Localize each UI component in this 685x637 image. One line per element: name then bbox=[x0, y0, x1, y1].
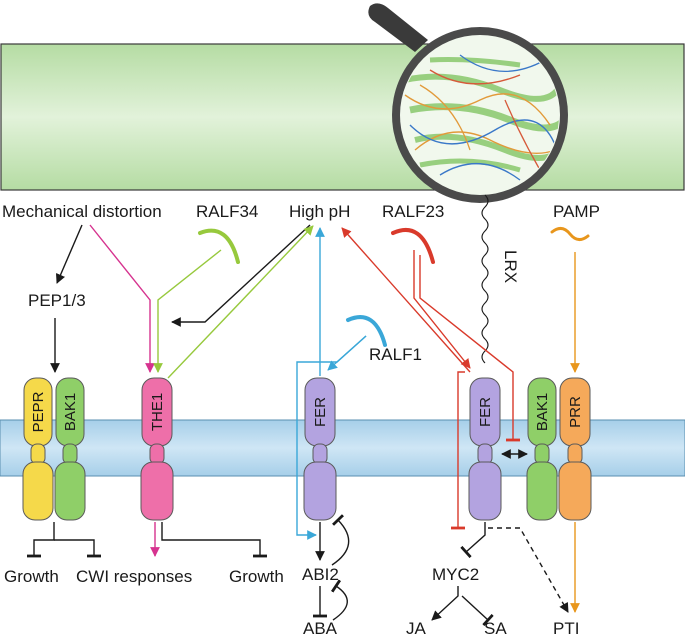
pepr-receptor: PEPR bbox=[22, 377, 54, 521]
ralf1-peptide bbox=[346, 315, 387, 347]
cwi-responses-label: CWI responses bbox=[76, 567, 192, 586]
fer-right-label: FER bbox=[477, 397, 494, 427]
inhibit-fer-to-myc2 bbox=[451, 371, 465, 530]
arrow-fer-to-highph-red bbox=[341, 227, 471, 373]
mechanical-distortion-label: Mechanical distortion bbox=[2, 202, 162, 221]
arrow-ralf1-to-fer-receptor bbox=[327, 335, 367, 371]
ralf23-label: RALF23 bbox=[382, 202, 444, 221]
inhibit-pepr-to-growth bbox=[27, 522, 55, 558]
lrx-chain bbox=[481, 194, 489, 364]
ralf34-peptide bbox=[198, 228, 240, 264]
pamp-label: PAMP bbox=[553, 202, 600, 221]
bak1-right-label: BAK1 bbox=[534, 393, 551, 431]
pepr-label: PEPR bbox=[30, 391, 47, 432]
inhibit-fer-right-to-myc2 bbox=[460, 522, 486, 559]
arrow-ralf23-to-fer bbox=[413, 250, 471, 369]
arrow-mech-to-the1 bbox=[89, 224, 155, 373]
arrow-ralf34-to-the1 bbox=[153, 249, 222, 373]
growth-left-label: Growth bbox=[4, 567, 59, 586]
cell-wall bbox=[0, 43, 685, 191]
arrow-mech-to-pep bbox=[55, 224, 83, 284]
inhibit-abi2-to-fer bbox=[331, 514, 350, 566]
magnifying-glass-icon bbox=[368, 3, 568, 203]
pti-label: PTI bbox=[553, 619, 579, 637]
arrow-fer-to-pti-dashed bbox=[488, 527, 569, 613]
inhibit-aba-to-abi2 bbox=[330, 579, 348, 621]
prr-label: PRR bbox=[567, 396, 584, 428]
aba-label: ABA bbox=[303, 619, 338, 637]
lrx-label: LRX bbox=[501, 250, 520, 283]
pep13-label: PEP1/3 bbox=[28, 291, 86, 310]
bak1-left-label: BAK1 bbox=[62, 393, 79, 431]
inhibit-fer-to-fer-bak1 bbox=[419, 255, 520, 442]
inhibit-the1-to-growth bbox=[161, 522, 267, 558]
the1-label: THE1 bbox=[149, 393, 166, 431]
inhibit-myc2-to-sa bbox=[461, 595, 494, 627]
fer-right-receptor: FER bbox=[468, 377, 502, 521]
growth-right-label: Growth bbox=[229, 567, 284, 586]
inhibit-pepr-to-cwi bbox=[54, 539, 101, 558]
high-ph-label: High pH bbox=[289, 202, 350, 221]
ralf1-label: RALF1 bbox=[369, 345, 422, 364]
fer-left-label: FER bbox=[312, 397, 329, 427]
arrow-the1-to-highph bbox=[167, 225, 314, 379]
bak1-left-receptor: BAK1 bbox=[54, 377, 86, 521]
myc2-label: MYC2 bbox=[432, 565, 479, 584]
abi2-label: ABI2 bbox=[302, 565, 339, 584]
fer-left-receptor: FER bbox=[303, 377, 337, 521]
ralf23-peptide bbox=[391, 227, 435, 264]
the1-receptor: THE1 bbox=[140, 377, 174, 521]
pamp-peptide bbox=[550, 227, 590, 241]
arrow-myc2-to-ja bbox=[431, 586, 459, 621]
prr-receptor: PRR bbox=[558, 377, 592, 521]
ralf34-label: RALF34 bbox=[196, 202, 258, 221]
ja-label: JA bbox=[406, 619, 427, 637]
arrow-highph-to-the1 bbox=[171, 224, 311, 327]
bak1-right-receptor: BAK1 bbox=[526, 377, 558, 521]
sa-label: SA bbox=[484, 619, 507, 637]
